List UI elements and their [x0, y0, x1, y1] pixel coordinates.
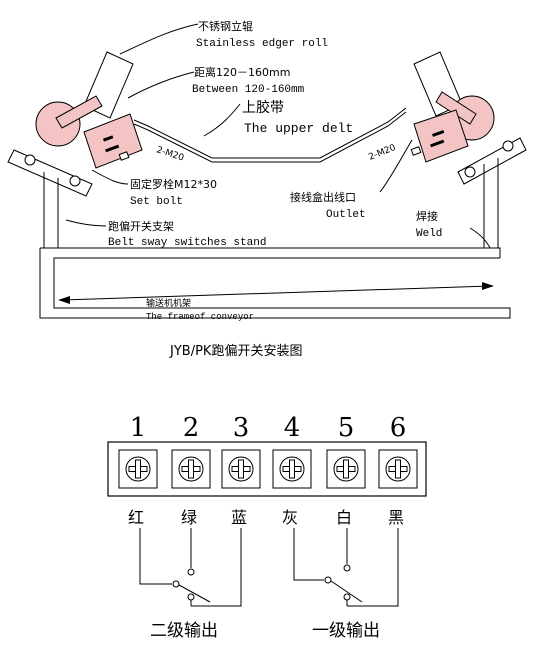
- terminal-6: 6黑: [378, 413, 418, 527]
- wire-color-label: 绿: [181, 508, 197, 527]
- terminal-number: 6: [390, 413, 407, 443]
- right-switch-body: [413, 109, 469, 163]
- wire-gray: [293, 528, 324, 581]
- frame-label-cn: 输送机机架: [146, 297, 191, 309]
- left-bolt-head: [24, 154, 36, 166]
- first-output-label: 一级输出: [312, 621, 380, 641]
- right-switch-marking: [432, 130, 445, 137]
- right-bolt-spec: 2-M20: [367, 143, 397, 163]
- upper-belt: [133, 107, 407, 159]
- terminal-number: 4: [284, 413, 301, 443]
- left-switch-body: [83, 113, 143, 169]
- left-switch-marking: [105, 144, 120, 153]
- outlet-label-cn: 接线盒出线口: [290, 190, 356, 204]
- wire-color-label: 白: [336, 508, 352, 527]
- terminal-number: 1: [130, 413, 147, 443]
- set-bolt-label-cn: 固定罗栓M12*30: [130, 177, 217, 191]
- terminal-block-frame: [107, 441, 427, 497]
- left-lever-arm: [55, 95, 103, 129]
- belt-label-en: The upper delt: [244, 121, 353, 136]
- wire-color-label: 蓝: [231, 508, 247, 527]
- terminal-number: 2: [183, 413, 200, 443]
- leader-lines: [65, 23, 491, 249]
- roll-label-en: Stainless edger roll: [196, 38, 328, 50]
- contact-point: [187, 593, 195, 601]
- frame-arrow-head: [482, 282, 494, 290]
- right-switch-marking: [430, 139, 445, 148]
- left-bolt-spec: 2-M20: [155, 145, 185, 163]
- terminal-3: 3蓝: [221, 413, 261, 527]
- frame-label-en: The frameof conveyor: [146, 312, 254, 322]
- terminal-4: 4灰: [272, 413, 312, 527]
- stand-label-cn: 跑偏开关支架: [108, 219, 174, 233]
- roll-label-cn: 不锈钢立辊: [198, 19, 253, 33]
- set-bolt-label-en: Set bolt: [130, 196, 183, 208]
- contact-point: [343, 564, 351, 572]
- left-mount-bracket: [7, 149, 93, 197]
- wire-color-label: 黑: [388, 508, 404, 527]
- left-outlet-nut: [118, 151, 130, 161]
- right-bolt-head: [502, 140, 514, 152]
- frame-arrow-head: [58, 296, 70, 304]
- terminal-block: [107, 441, 427, 497]
- conveyor-frame: [39, 247, 511, 319]
- upper-belt-edge: [133, 111, 407, 163]
- wire-red: [139, 528, 172, 585]
- terminal-number: 3: [233, 413, 250, 443]
- right-bolt-head: [464, 166, 476, 178]
- terminal-5: 5白: [326, 413, 366, 527]
- right-switch-assembly: [410, 51, 527, 248]
- wire-blue: [210, 528, 242, 607]
- distance-label-cn: 距离120－160mm: [194, 65, 290, 79]
- diagram-title: JYB/PK跑偏开关安装图: [169, 344, 302, 359]
- right-outlet-nut: [410, 146, 422, 156]
- distance-label-en: Between 120-160mm: [192, 84, 305, 96]
- switch-blade: [330, 580, 363, 603]
- contact-point: [172, 580, 180, 588]
- contact-point: [324, 576, 332, 584]
- wire-black: [362, 528, 399, 607]
- second-output-label: 二级输出: [150, 621, 218, 641]
- contact-point: [187, 568, 195, 576]
- belt-label-cn: 上胶带: [242, 99, 284, 116]
- terminal-2: 2绿: [171, 413, 211, 527]
- stand-label-en: Belt sway switches stand: [108, 237, 266, 249]
- terminal-number: 5: [338, 413, 355, 443]
- wire-color-label: 红: [128, 508, 144, 527]
- wiring: [139, 528, 399, 607]
- weld-label-en: Weld: [416, 228, 442, 240]
- weld-label-cn: 焊接: [416, 209, 438, 223]
- left-switch-marking: [102, 135, 114, 142]
- frame-arrow: [61, 285, 491, 301]
- outlet-label-en: Outlet: [326, 209, 366, 221]
- wire-color-label: 灰: [282, 508, 298, 527]
- contact-point: [343, 593, 351, 601]
- left-switch-assembly: [7, 51, 143, 248]
- terminal-1: 1红: [118, 413, 158, 527]
- switch-blade: [178, 584, 211, 603]
- left-bolt-head: [69, 175, 81, 187]
